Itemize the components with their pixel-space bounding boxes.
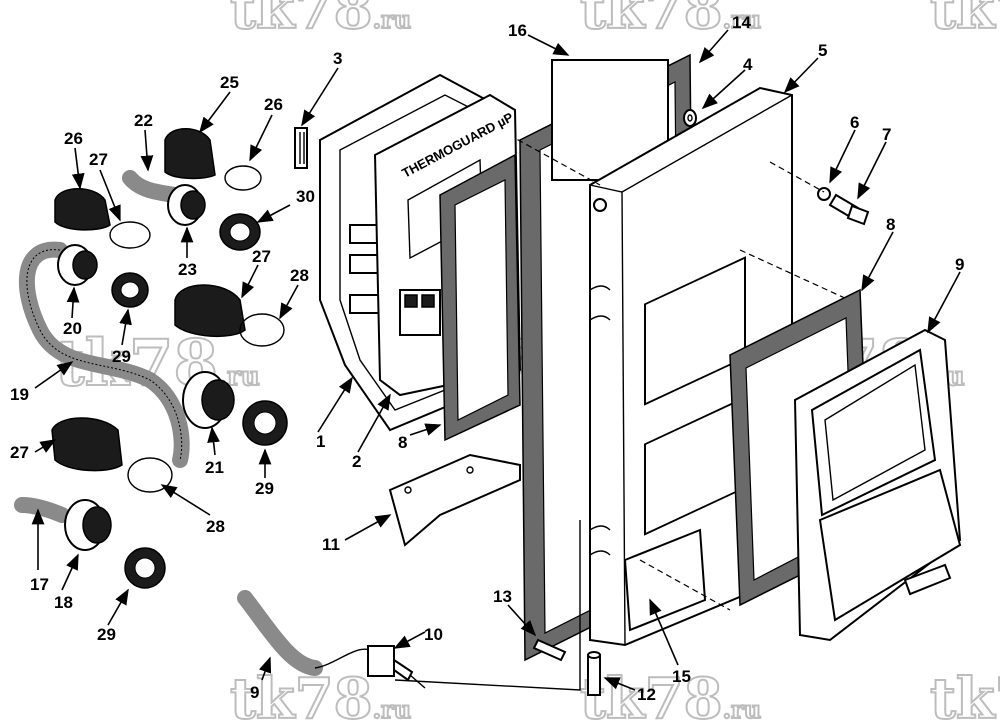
coupling-ring-29-bottom xyxy=(124,547,166,589)
callout-14: 13 xyxy=(493,587,512,606)
watermark: tk78 xyxy=(930,666,1000,720)
callout-9: 9 xyxy=(955,255,964,274)
clamp-26-upper xyxy=(224,165,262,191)
callout-30: 30 xyxy=(296,187,315,206)
callout-4: 4 xyxy=(743,55,753,74)
callout-7: 7 xyxy=(882,125,891,144)
plug-19 xyxy=(64,499,112,551)
clamp-28-lower xyxy=(127,457,173,493)
callout-28-middle: 28 xyxy=(290,266,309,285)
bolt-7 xyxy=(828,193,870,226)
callout-29-top: 29 xyxy=(112,347,131,366)
coupling-ring-29-top xyxy=(111,272,149,308)
callout-20: 19 xyxy=(10,385,29,404)
cable-10 xyxy=(237,520,581,691)
callout-28-lower: 28 xyxy=(206,517,225,536)
bezel-9 xyxy=(793,328,962,642)
toggle-switch-11 xyxy=(367,645,426,689)
washer-6 xyxy=(817,187,831,201)
callout-26-upper: 26 xyxy=(264,95,283,114)
callout-29-bottom: 29 xyxy=(97,625,116,644)
cable-23 xyxy=(122,170,183,203)
callout-22: 20 xyxy=(63,319,82,338)
callout-24: 23 xyxy=(178,260,197,279)
callout-19: 18 xyxy=(54,593,73,612)
spacer-13 xyxy=(587,651,601,696)
callout-15: 14 xyxy=(732,13,751,32)
watermark: tk78.ru xyxy=(580,0,761,42)
callout-11: 10 xyxy=(424,625,443,644)
pin-14 xyxy=(532,638,567,662)
callout-16: 15 xyxy=(672,667,691,686)
callout-12: 11 xyxy=(322,535,340,554)
cable-18 xyxy=(14,497,70,523)
plug-24 xyxy=(167,184,206,226)
clamp-26-lower xyxy=(109,221,151,249)
boot-27-middle xyxy=(174,284,246,338)
boot-25-upper xyxy=(164,128,216,180)
bracket-12 xyxy=(388,453,521,547)
callout-25-upper: 25 xyxy=(220,73,239,92)
callout-26-lower: 27 xyxy=(89,150,108,169)
callout-21: 21 xyxy=(205,458,224,477)
callout-8-left: 8 xyxy=(398,433,407,452)
coupling-ring-29-middle xyxy=(242,400,288,446)
callout-23: 22 xyxy=(134,111,153,130)
callout-2: 2 xyxy=(352,452,361,471)
callout-8-right: 8 xyxy=(886,215,895,234)
callout-1: 1 xyxy=(316,432,325,451)
callout-6: 6 xyxy=(850,113,859,132)
watermark: tk78.ru xyxy=(230,0,411,42)
cable-20 xyxy=(18,241,190,468)
clamp-28-middle xyxy=(239,313,285,347)
callout-3: 3 xyxy=(333,49,342,68)
callout-13: 12 xyxy=(637,685,656,704)
callout-27-middle: 27 xyxy=(252,247,271,266)
callout-17: 16 xyxy=(508,21,527,40)
boot-25-lower xyxy=(54,188,111,231)
gasket-8-left xyxy=(439,153,521,442)
callout-labels: 3 25 26 22 26 27 30 23 27 28 20 29 19 1 … xyxy=(10,13,964,704)
callout-18: 17 xyxy=(30,575,49,594)
watermark: tk78.ru xyxy=(580,666,761,720)
boot-27-lower xyxy=(51,417,123,472)
callout-5: 5 xyxy=(818,41,827,60)
plug-21 xyxy=(182,371,235,429)
callout-29-middle: 29 xyxy=(255,479,274,498)
callout-27-lower: 27 xyxy=(10,443,29,462)
connector-strip-3 xyxy=(294,127,308,169)
door-panel-16 xyxy=(623,528,707,632)
callout-10: 9 xyxy=(250,683,259,702)
callout-25-lower: 26 xyxy=(64,129,83,148)
leader-lines xyxy=(31,29,961,691)
washer-4 xyxy=(683,109,697,127)
coupling-ring-30 xyxy=(219,213,261,251)
plug-22 xyxy=(57,244,98,286)
watermark: tk78.ru xyxy=(230,666,411,720)
watermark: tk78 xyxy=(930,0,1000,42)
